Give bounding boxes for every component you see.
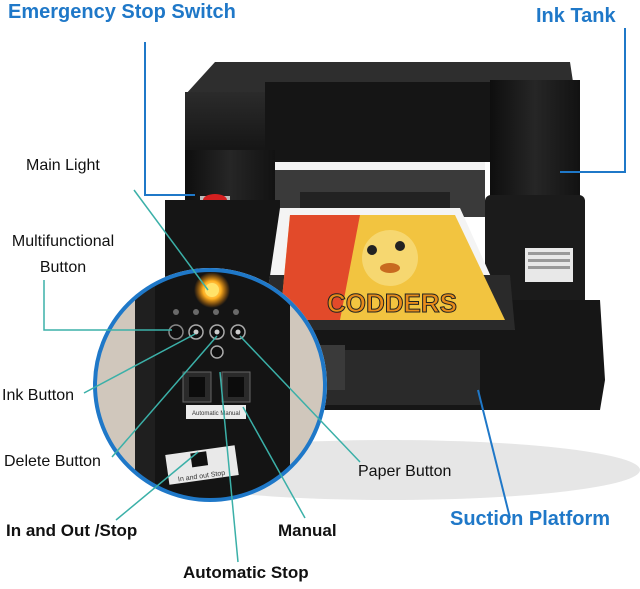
rocker-switch-right: [221, 371, 251, 403]
teal-leader-lines: [43, 189, 361, 563]
paper-button: [230, 324, 246, 340]
label-paper-button: Paper Button: [358, 463, 452, 480]
label-main-light: Main Light: [26, 157, 100, 174]
switch-tag-text: Automatic Manual: [192, 411, 240, 417]
label-ink-button: Ink Button: [2, 387, 75, 404]
label-multifunctional-line1: Multifunctional: [11, 233, 115, 250]
rocker-switch-left: [182, 371, 212, 403]
label-multifunctional-line2: Button: [39, 259, 87, 276]
multifunctional-button: [168, 324, 184, 340]
lower-button: [210, 345, 224, 359]
switch-tag-plate: [186, 405, 246, 419]
suction-platform: CODDERS: [262, 208, 515, 330]
label-in-and-out-stop: In and Out /Stop: [6, 521, 138, 540]
blue-leader-lines: [144, 28, 626, 519]
in-out-switch: [190, 451, 209, 468]
print-artwork-text: CODDERS: [327, 288, 457, 318]
label-delete-button: Delete Button: [4, 453, 101, 470]
label-emergency-stop-switch: Emergency Stop Switch: [8, 1, 236, 23]
label-manual: Manual: [278, 521, 337, 540]
delete-button: [209, 324, 225, 340]
label-ink-tank: Ink Tank: [536, 5, 616, 27]
label-suction-platform: Suction Platform: [450, 508, 611, 530]
label-automatic-stop: Automatic Stop: [183, 563, 309, 582]
control-panel-zoom: Automatic Manual In and out Stop: [93, 268, 327, 502]
